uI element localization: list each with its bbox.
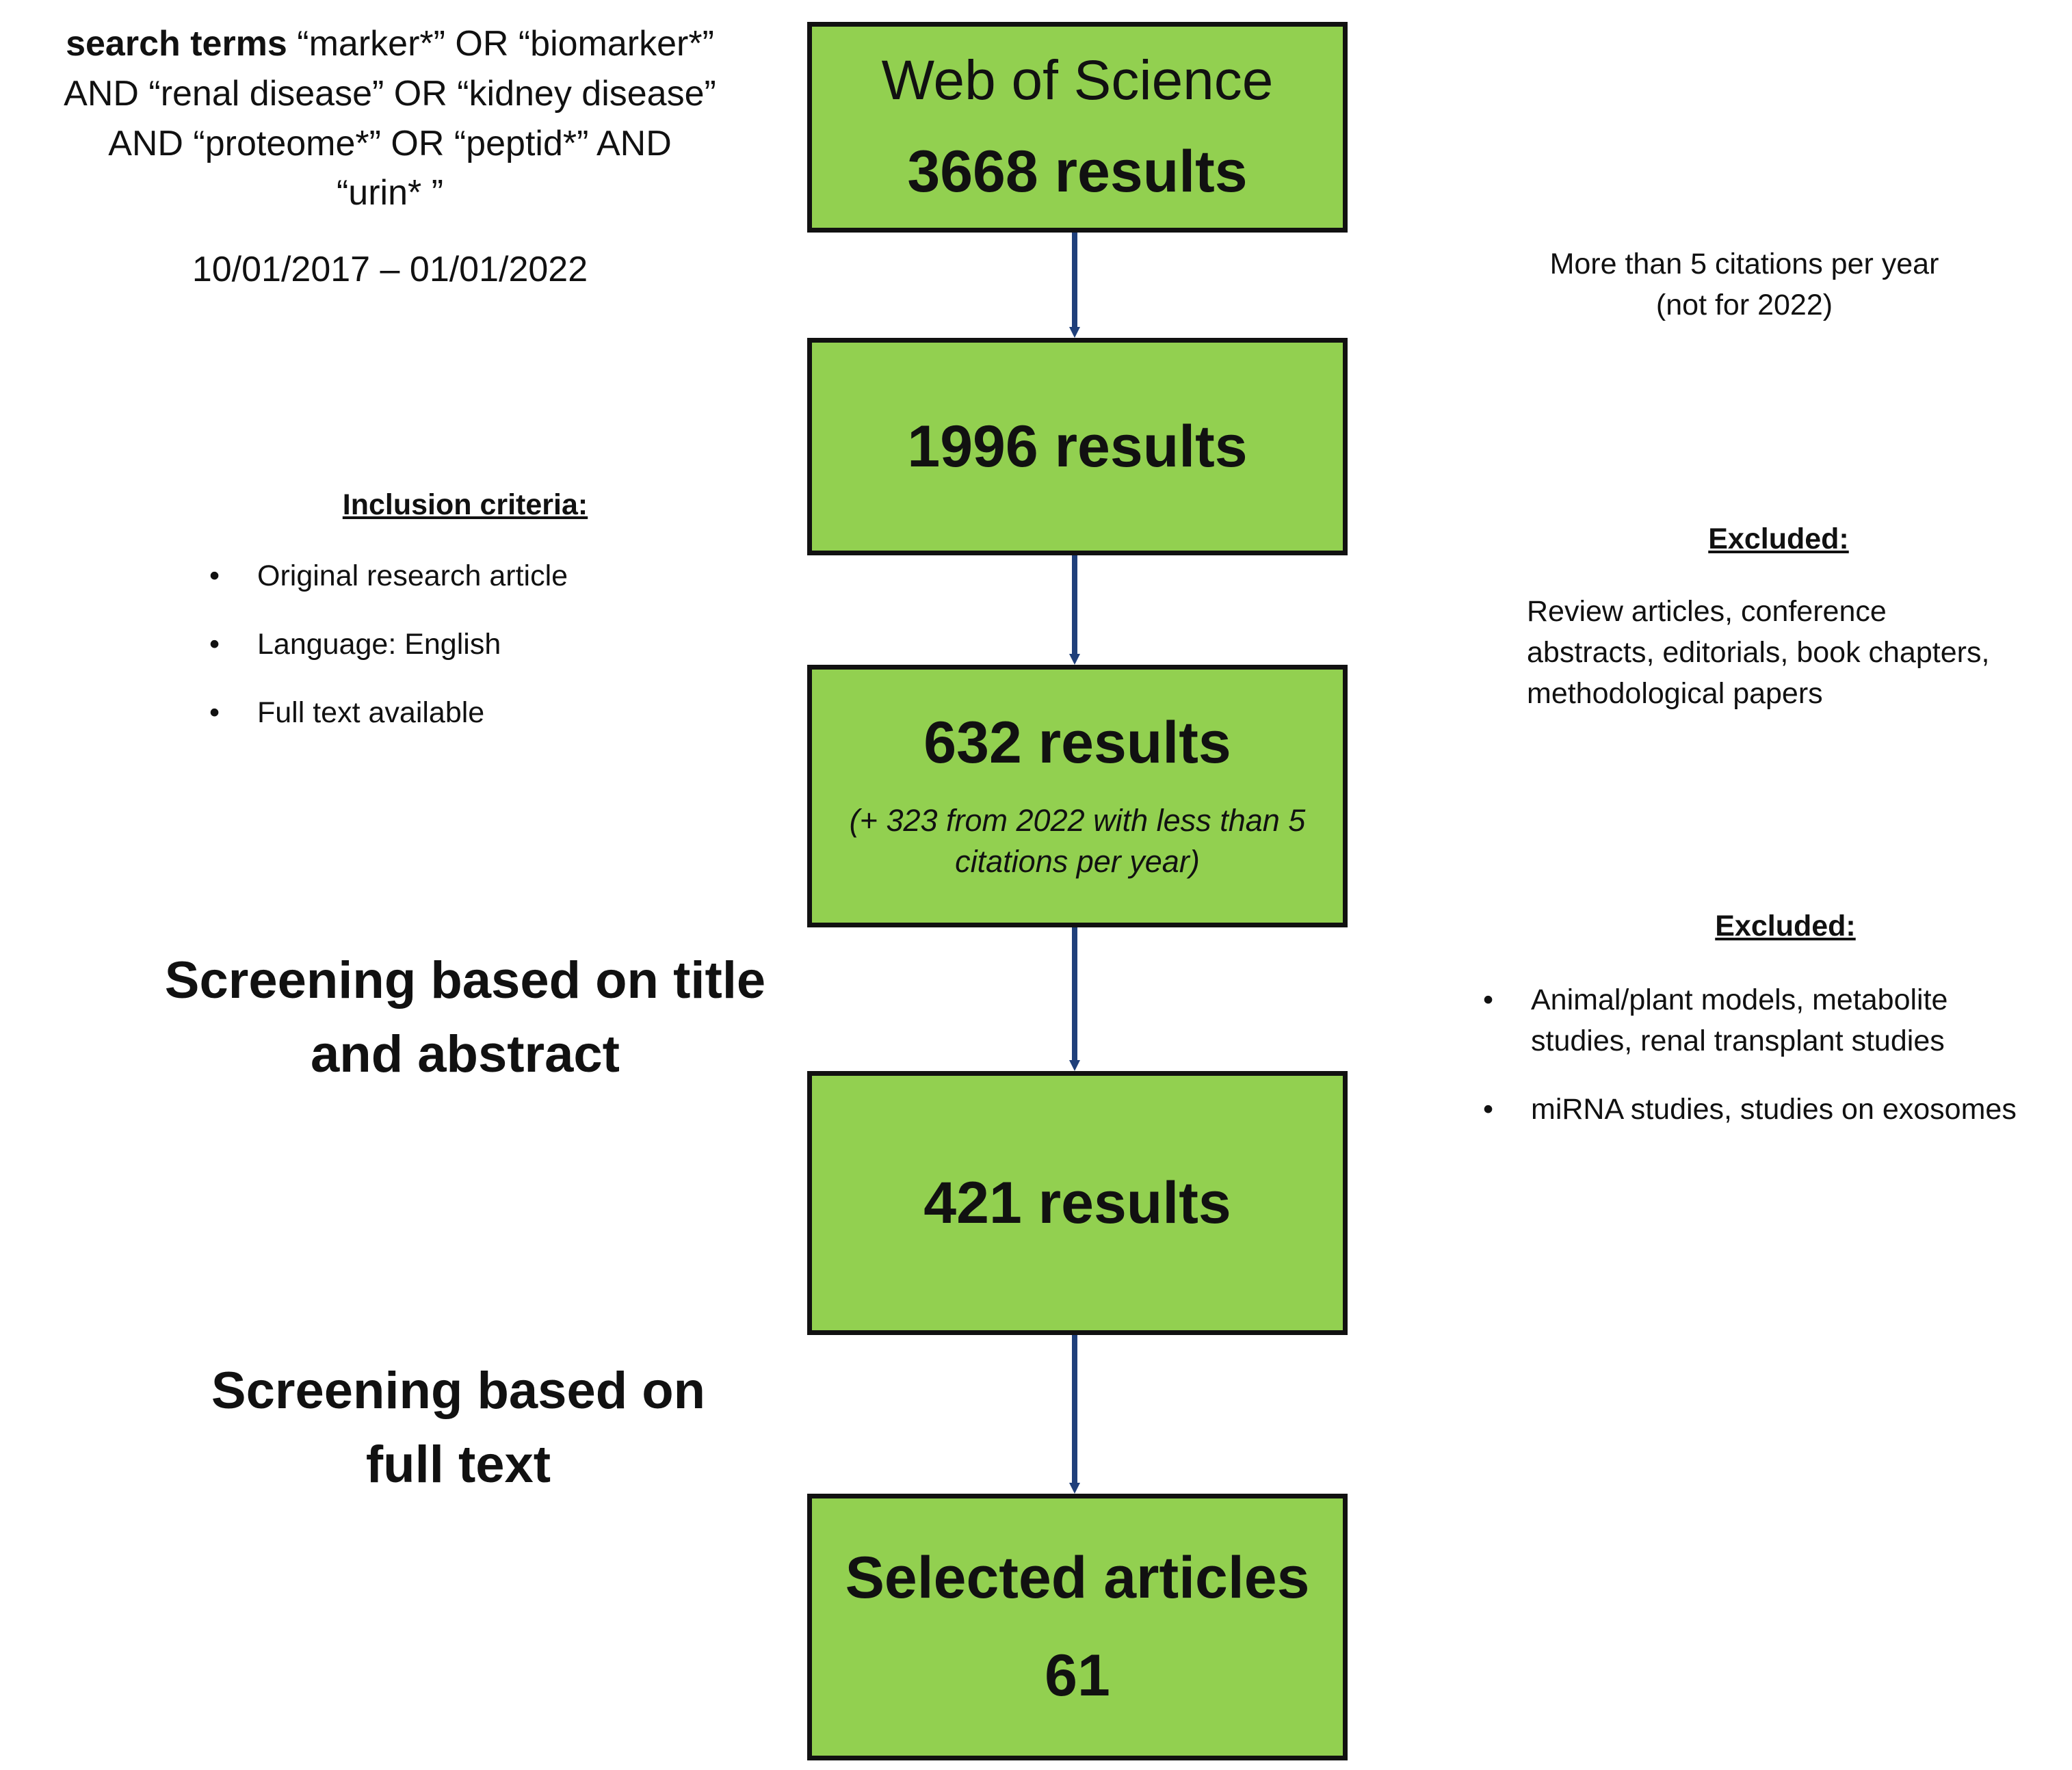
excluded-1-line2: abstracts, editorials, book chapters, (1527, 636, 1990, 670)
citation-filter-line2: (not for 2022) (1655, 289, 1833, 322)
excluded-2-item-line1: miRNA studies, studies on exosomes (1531, 1093, 2017, 1126)
search-terms-line3: AND “proteome*” OR “peptid*” AND (108, 123, 672, 163)
box-632-note-line1: (+ 323 from 2022 with less than 5 (849, 802, 1306, 838)
excluded-2-item-line1: Animal/plant models, metabolite (1531, 983, 1948, 1016)
search-terms: search terms “marker*” OR “biomarker*” A… (0, 19, 780, 218)
box-632-results-note: (+ 323 from 2022 with less than 5 citati… (850, 800, 1306, 884)
box-1996-results-count: 1996 results (907, 413, 1248, 479)
box-632-note-line2: citations per year) (955, 844, 1200, 880)
box-632-results-count: 632 results (923, 709, 1231, 776)
excluded-1-line3: methodological papers (1527, 677, 1823, 711)
screening-2-line2: full text (365, 1435, 551, 1494)
box-web-of-science: Web of Science 3668 results (807, 22, 1348, 233)
excluded-1-line1: Review articles, conference (1527, 595, 1887, 628)
screening-1-line1: Screening based on title (164, 951, 766, 1009)
box-web-of-science-title: Web of Science (881, 49, 1274, 112)
arrow-2 (1069, 555, 1080, 665)
box-selected-articles-count: 61 (1045, 1643, 1110, 1708)
excluded-2-heading: Excluded: (1715, 910, 1856, 942)
screening-title-abstract: Screening based on title and abstract (68, 944, 862, 1092)
excluded-2-item: Animal/plant models, metabolite studies,… (1483, 979, 2071, 1061)
inclusion-list: Original research article Language: Engl… (209, 555, 757, 761)
box-1996-results: 1996 results (807, 338, 1348, 555)
citation-filter-line1: More than 5 citations per year (1549, 248, 1939, 280)
inclusion-item: Language: English (209, 624, 757, 665)
inclusion-heading: Inclusion criteria: (342, 488, 588, 521)
box-selected-articles: Selected articles 61 (807, 1494, 1348, 1760)
box-421-results-count: 421 results (923, 1170, 1231, 1236)
excluded-1-heading: Excluded: (1708, 523, 1849, 555)
box-632-results: 632 results (+ 323 from 2022 with less t… (807, 665, 1348, 927)
screening-1-line2: and abstract (311, 1025, 620, 1083)
search-terms-label: search terms (66, 24, 287, 64)
arrow-4 (1069, 1335, 1080, 1494)
excluded-2-item: miRNA studies, studies on exosomes (1483, 1089, 2071, 1130)
excluded-2-list: Animal/plant models, metabolite studies,… (1483, 979, 2071, 1158)
search-terms-line1: “marker*” OR “biomarker*” (297, 24, 714, 64)
date-range: 10/01/2017 – 01/01/2022 (192, 250, 588, 289)
arrow-1 (1069, 233, 1080, 338)
search-terms-line2: AND “renal disease” OR “kidney disease” (64, 73, 716, 114)
box-web-of-science-count: 3668 results (907, 138, 1248, 204)
arrow-3 (1069, 927, 1080, 1071)
inclusion-item: Full text available (209, 692, 757, 733)
citation-filter: More than 5 citations per year (not for … (1491, 243, 1997, 326)
inclusion-item: Original research article (209, 555, 757, 596)
screening-full-text: Screening based on full text (68, 1354, 848, 1502)
box-421-results: 421 results (807, 1071, 1348, 1335)
excluded-1-text: Review articles, conference abstracts, e… (1527, 591, 2067, 715)
screening-2-line1: Screening based on (211, 1362, 706, 1420)
excluded-2-item-line2: studies, renal transplant studies (1531, 1025, 1945, 1058)
box-selected-articles-title: Selected articles (845, 1545, 1310, 1611)
search-terms-line4: “urin* ” (336, 173, 444, 213)
